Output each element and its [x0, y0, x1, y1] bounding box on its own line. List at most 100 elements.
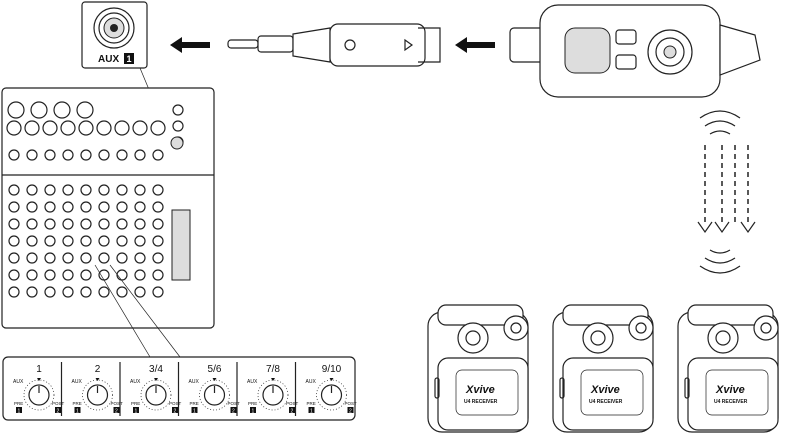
mixer-knob-icon: [98, 201, 110, 213]
mixer-knob-icon: [116, 252, 128, 264]
pre-label: PRE: [73, 401, 82, 406]
mixer-knob-icon: [116, 269, 128, 281]
mixer-knob-icon: [80, 286, 92, 298]
aux-label: AUX: [247, 379, 258, 385]
pre-label: PRE: [190, 401, 199, 406]
mixer-knob-icon: [44, 269, 56, 281]
xlr-input-icon: [30, 101, 48, 119]
mixer-knob-icon: [116, 286, 128, 298]
mixer-knob-icon: [98, 252, 110, 264]
brand-logo: Xvive: [715, 384, 745, 396]
mixer-knob-icon: [8, 218, 20, 230]
mixer-knob-icon: [134, 252, 146, 264]
aux-label: AUX: [72, 379, 83, 385]
mixer-knob-icon: [26, 269, 38, 281]
xlr-to-jack-adapter: [227, 23, 441, 67]
mixer-knob-icon: [152, 252, 164, 264]
mixer-jack-icon: [8, 149, 20, 161]
mixer-jack-icon: [116, 149, 128, 161]
mixer-knob-icon: [26, 201, 38, 213]
volume-knob-icon: [582, 322, 614, 354]
channel-knob-icon: [628, 315, 654, 341]
mixer-knob-icon: [26, 184, 38, 196]
xlr-input-icon: [76, 101, 94, 119]
channel-knob-icon: [503, 315, 529, 341]
mixer-knob-icon: [152, 184, 164, 196]
mixer-knob-icon: [8, 269, 20, 281]
mixer-knob-icon: [152, 235, 164, 247]
mixer-knob-icon: [134, 235, 146, 247]
mixer-knob-icon: [80, 184, 92, 196]
post-label: POST: [169, 401, 182, 406]
mixer-knob-icon: [80, 269, 92, 281]
pre-label: PRE: [14, 401, 23, 406]
mixer-knob-icon: [134, 286, 146, 298]
mixer-knob-icon: [8, 286, 20, 298]
arrow-left-icon: [170, 37, 210, 53]
mixer-knob-icon: [98, 184, 110, 196]
mixer-knob-icon: [62, 218, 74, 230]
mixer-knob-icon: [134, 184, 146, 196]
mixer-knob-icon: [116, 184, 128, 196]
post-label: POST: [52, 401, 65, 406]
mixer-knob-icon: [62, 235, 74, 247]
mixer-knob-icon: [44, 201, 56, 213]
xlr-input-icon: [7, 101, 25, 119]
pre-label: PRE: [248, 401, 257, 406]
model-label: U4 RECEIVER: [464, 399, 498, 405]
mixer-knob-icon: [62, 269, 74, 281]
aux-output-jack-icon: [170, 136, 184, 150]
mixer-jack-icon: [62, 149, 74, 161]
channel-label: 2: [95, 364, 101, 375]
mixer-jack-icon: [78, 120, 94, 136]
pre-number: 1: [193, 408, 196, 414]
mixer-knob-icon: [8, 201, 20, 213]
aux-label: AUX: [189, 379, 200, 385]
mixer-knob-icon: [98, 218, 110, 230]
volume-knob-icon: [457, 322, 489, 354]
mixer-knob-icon: [80, 235, 92, 247]
brand-logo: Xvive: [590, 384, 620, 396]
channel-label: 9/10: [322, 364, 342, 375]
mixer-jack-icon: [60, 120, 76, 136]
pre-number: 1: [18, 408, 21, 414]
mixer-knob-icon: [62, 184, 74, 196]
mixer-knob-icon: [116, 201, 128, 213]
mixer-knob-icon: [116, 235, 128, 247]
mixer-knob-icon: [26, 218, 38, 230]
volume-knob-icon: [707, 322, 739, 354]
post-number: 2: [291, 408, 294, 414]
mixer-jack-icon: [42, 120, 58, 136]
mixer-knob-icon: [44, 286, 56, 298]
mixer-jack-icon: [26, 149, 38, 161]
output-jack-icon: [172, 120, 184, 132]
model-label: U4 RECEIVER: [714, 399, 748, 405]
pre-number: 1: [76, 408, 79, 414]
post-label: POST: [111, 401, 124, 406]
post-number: 2: [232, 408, 235, 414]
mixer-jack-icon: [150, 120, 166, 136]
aux-label: AUX: [98, 54, 119, 65]
xlr-input-icon: [53, 101, 71, 119]
mixer-knob-icon: [8, 184, 20, 196]
mixer-knob-icon: [62, 252, 74, 264]
post-label: POST: [228, 401, 241, 406]
mixer-knob-icon: [26, 252, 38, 264]
aux-label: AUX: [13, 379, 24, 385]
mixer-knob-icon: [8, 252, 20, 264]
aux-label: AUX: [130, 379, 141, 385]
mixer-knob-icon: [44, 184, 56, 196]
pre-label: PRE: [307, 401, 316, 406]
channel-label: 1: [36, 364, 42, 375]
mixer-knob-icon: [62, 286, 74, 298]
mixer-knob-icon: [152, 201, 164, 213]
mixer-knob-icon: [62, 201, 74, 213]
